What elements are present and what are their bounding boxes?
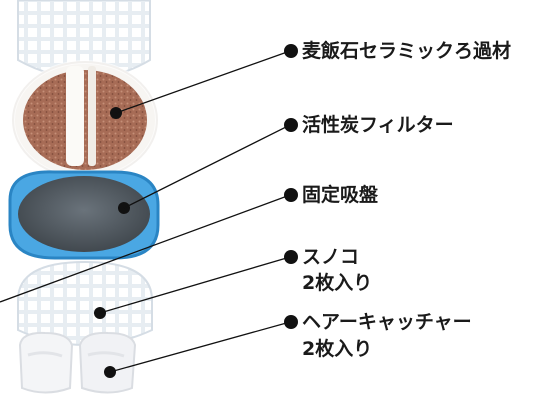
bullet-icon — [284, 118, 298, 132]
bullet-icon — [284, 188, 298, 202]
label-sunoko: スノコ — [284, 245, 359, 269]
hair-catchers — [18, 331, 137, 394]
ceramic-filter — [11, 60, 159, 180]
label-hair-catcher: ヘアーキャッチャー — [284, 310, 472, 334]
label-sunoko-quantity: 2枚入り — [302, 272, 373, 294]
label-ceramic-filter: 麦飯石セラミックろ過材 — [284, 39, 511, 63]
label-suction-cup: 固定吸盤 — [284, 183, 378, 207]
bullet-icon — [284, 250, 298, 264]
label-hair-catcher-quantity: 2枚入り — [302, 338, 373, 360]
bullet-icon — [284, 315, 298, 329]
bullet-icon — [284, 44, 298, 58]
label-carbon-filter: 活性炭フィルター — [284, 113, 454, 137]
callout-lines — [0, 50, 291, 373]
carbon-filter — [8, 170, 160, 260]
